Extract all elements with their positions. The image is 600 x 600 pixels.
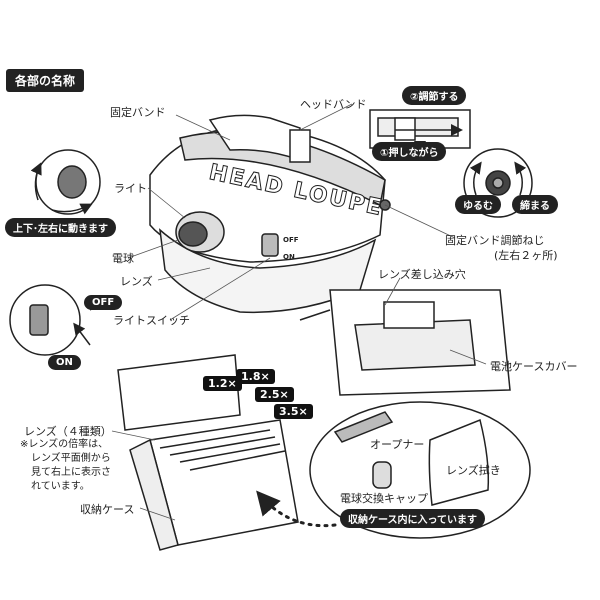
label-light-switch: ライトスイッチ bbox=[113, 314, 190, 327]
lens-note-line-3: 見て右上に表示さ bbox=[31, 467, 111, 478]
pill-adjust: ②調節する bbox=[402, 86, 467, 105]
switch-on-badge: ON bbox=[48, 355, 81, 370]
label-lens: レンズ bbox=[120, 275, 153, 288]
switch-off-badge: OFF bbox=[84, 295, 123, 310]
section-title: 各部の名称 bbox=[6, 69, 85, 92]
magnification-badge: 1.8× bbox=[236, 369, 275, 384]
switch-off-small: OFF bbox=[283, 236, 299, 244]
magnification-badge: 1.2× bbox=[203, 376, 242, 391]
label-opener: オープナー bbox=[370, 438, 425, 451]
label-storage-case: 収納ケース bbox=[80, 503, 135, 516]
lens-note-line-2: レンズ平面側から bbox=[31, 453, 111, 464]
switch-inset bbox=[9, 284, 107, 356]
label-head-band: ヘッドバンド bbox=[300, 98, 367, 111]
label-lenses-4: レンズ（４種類） bbox=[24, 425, 112, 438]
label-lens-slot: レンズ差し込み穴 bbox=[378, 268, 466, 281]
dotted-arrow bbox=[256, 490, 337, 528]
magnification-badge: 2.5× bbox=[255, 387, 294, 402]
label-light: ライト bbox=[114, 182, 147, 195]
pill-tighten: 締まる bbox=[512, 195, 558, 214]
label-lens-cloth: レンズ拭き bbox=[446, 464, 501, 477]
label-bulb: 電球 bbox=[112, 252, 134, 265]
leader-lines bbox=[111, 103, 487, 521]
lens-note-line-4: れています。 bbox=[31, 481, 90, 492]
accessories-illustration bbox=[309, 401, 531, 539]
pill-rotate: 上下･左右に動きます bbox=[5, 218, 116, 237]
pill-included: 収納ケース内に入っています bbox=[340, 509, 485, 528]
label-adjust-screw: 固定バンド調節ねじ bbox=[445, 234, 545, 247]
headband-adjust-inset bbox=[369, 109, 471, 153]
label-fixed-band: 固定バンド bbox=[110, 106, 166, 119]
pill-loosen: ゆるむ bbox=[455, 195, 501, 214]
switch-on-small: ON bbox=[283, 253, 295, 261]
lens-note-line-1: ※レンズの倍率は、 bbox=[20, 439, 109, 450]
head-loupe-illustration bbox=[149, 114, 391, 314]
light-rotate-inset bbox=[30, 149, 101, 215]
battery-inset bbox=[299, 289, 511, 396]
label-battery-cover: 電池ケースカバー bbox=[490, 360, 578, 373]
label-bulb-cap: 電球交換キャップ bbox=[340, 492, 428, 505]
pill-press: ①押しながら bbox=[372, 142, 447, 161]
label-adjust-screw-note: (左右２ヶ所) bbox=[494, 249, 558, 262]
magnification-badge: 3.5× bbox=[274, 404, 313, 419]
lens-note: ※レンズの倍率は、 レンズ平面側から 見て右上に表示さ れています。 bbox=[20, 438, 111, 494]
